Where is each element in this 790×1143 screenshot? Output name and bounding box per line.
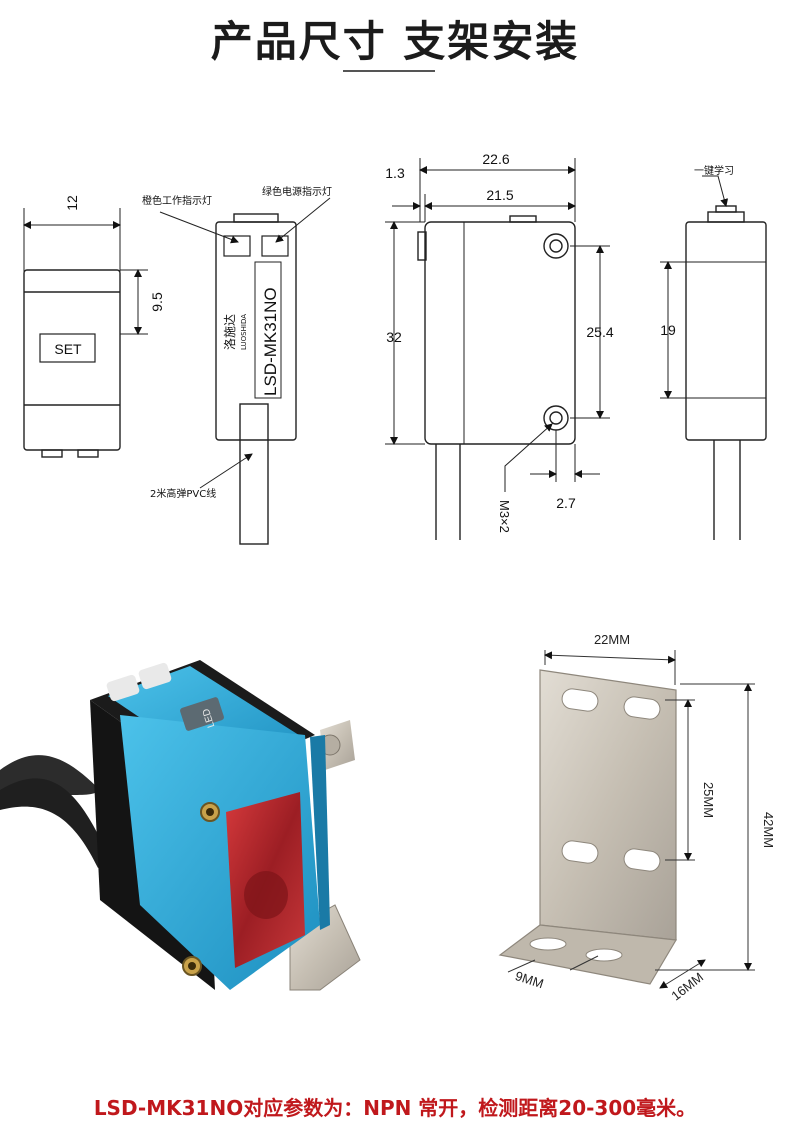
work-led-label: 橙色工作指示灯 xyxy=(142,194,212,207)
sensor-photo xyxy=(0,660,361,991)
set-button-label: SET xyxy=(54,341,82,357)
side-hole-edge-dim: 2.7 xyxy=(556,495,576,511)
side-height-dim: 32 xyxy=(386,329,402,345)
brand-name-en: LUOSHIDA xyxy=(240,314,248,350)
side-offset-dim: 1.3 xyxy=(385,165,405,181)
bracket-photo xyxy=(498,650,755,989)
bracket-width-dim: 22MM xyxy=(594,632,630,647)
title-underline xyxy=(343,70,435,72)
back-view xyxy=(159,197,331,545)
bracket-slot-spacing-dim: 25MM xyxy=(701,782,716,818)
bracket-bottom-slot-dim: 9MM xyxy=(513,968,545,991)
right-height-dim: 19 xyxy=(660,322,676,338)
front-width-dim: 12 xyxy=(64,195,80,211)
bracket-foot-dim: 16MM xyxy=(668,969,706,1003)
front-height-dim: 9.5 xyxy=(149,292,165,312)
screw-label: M3×2 xyxy=(497,500,512,533)
model-label: LSD-MK31NO xyxy=(261,287,280,396)
page-title: 产品尺寸 支架安装 xyxy=(210,17,580,66)
power-led-label: 绿色电源指示灯 xyxy=(262,185,332,198)
front-view xyxy=(23,208,148,458)
spec-footer: LSD-MK31NO对应参数为：NPN 常开，检测距离20-300毫米。 xyxy=(93,1096,697,1120)
one-key-learn-label: 一键学习 xyxy=(694,164,734,177)
brand-name-cn: 洛施达 xyxy=(222,314,237,350)
right-view xyxy=(660,175,767,540)
side-hole-spacing-dim: 25.4 xyxy=(586,324,613,340)
side-total-width-dim: 22.6 xyxy=(482,151,509,167)
bracket-height-dim: 42MM xyxy=(761,812,776,848)
cable-label: 2米高弹PVC线 xyxy=(150,487,216,500)
side-view xyxy=(385,158,610,540)
side-inner-width-dim: 21.5 xyxy=(486,187,513,203)
